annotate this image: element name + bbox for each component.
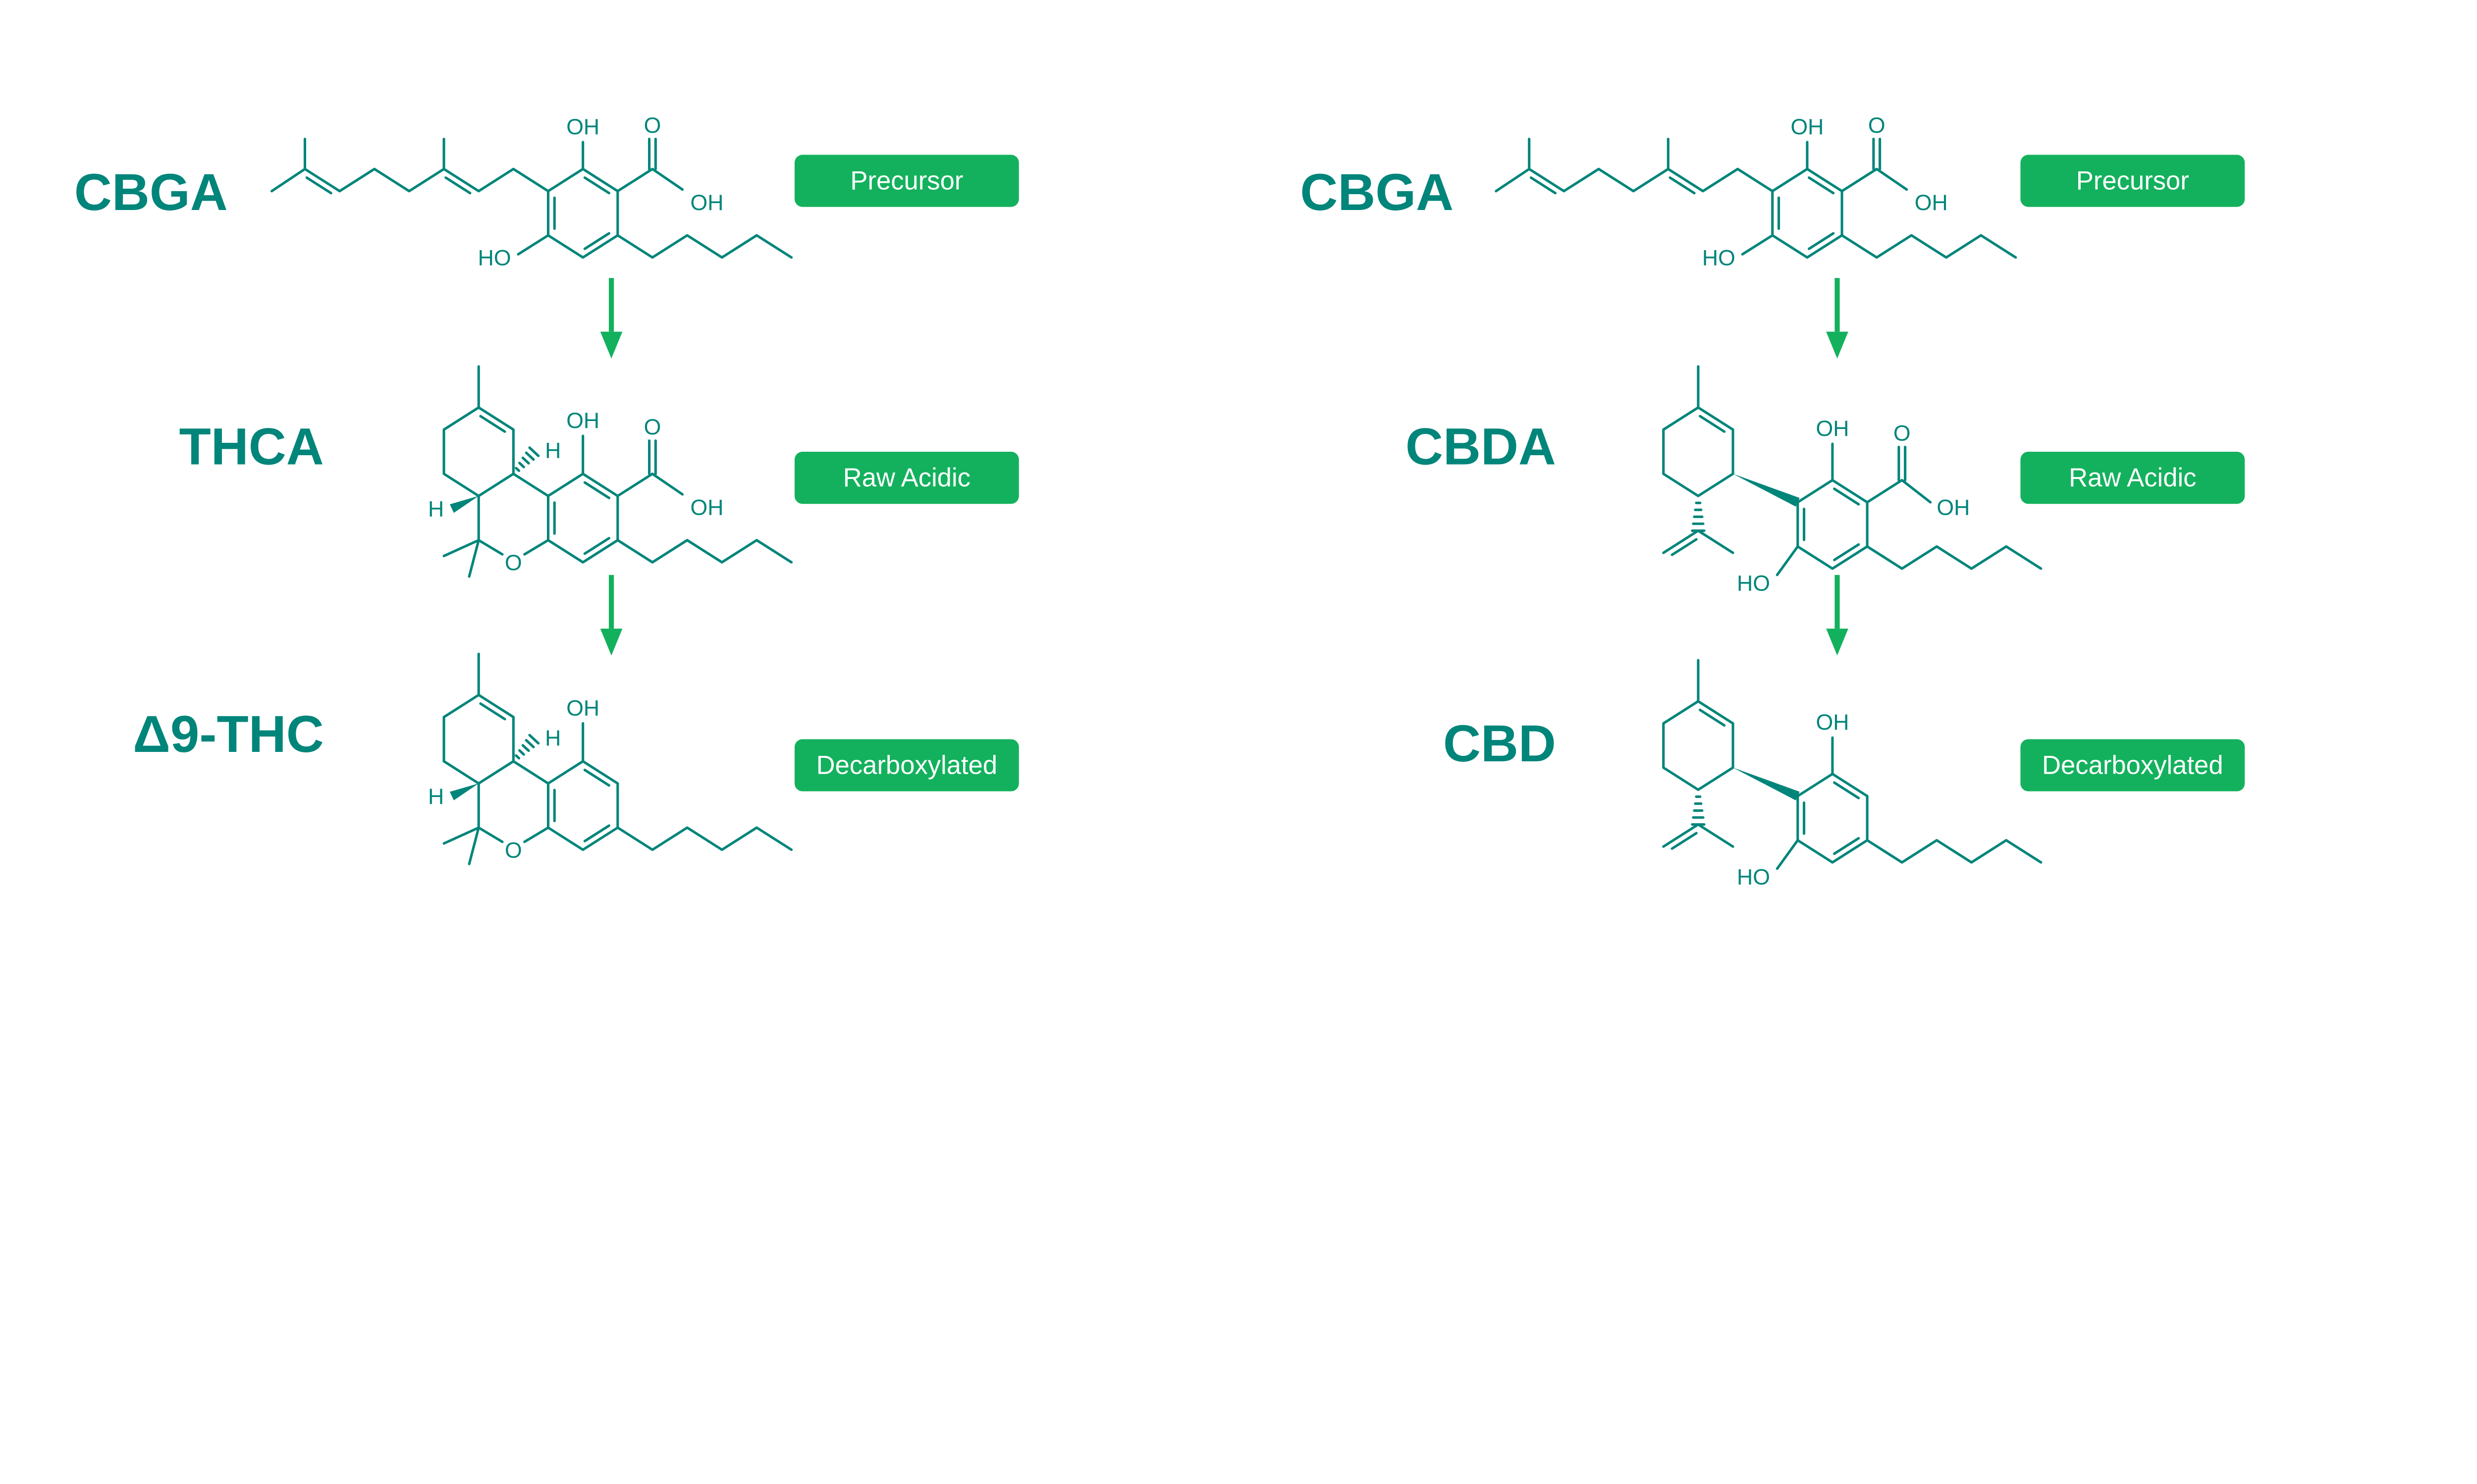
molecule-cbd: CBD OH HO bbox=[1443, 659, 2043, 890]
atom-label: HO bbox=[1737, 865, 1770, 890]
arrow-down-icon bbox=[1826, 575, 1848, 656]
atom-label: H bbox=[428, 497, 444, 522]
arrow-down-icon bbox=[600, 278, 623, 359]
atom-label: OH bbox=[566, 409, 599, 433]
structure-bonds bbox=[1662, 365, 2043, 577]
badge-label: Precursor bbox=[2076, 166, 2189, 196]
wedge-bond bbox=[449, 496, 479, 513]
atom-label: HO bbox=[478, 246, 511, 270]
structure-bonds bbox=[442, 365, 793, 578]
hashed-bond bbox=[1691, 795, 1706, 826]
molecule-cbga: CBGA OH O OH HO bbox=[1300, 113, 2017, 270]
atom-label: HO bbox=[1737, 572, 1770, 596]
arrow-down-icon bbox=[600, 575, 623, 656]
badge-background bbox=[2020, 739, 2245, 792]
wedge-bond bbox=[1733, 767, 1800, 800]
badge-label: Raw Acidic bbox=[843, 463, 970, 492]
molecule-name: Δ9-THC bbox=[133, 705, 323, 763]
structure-bonds bbox=[442, 652, 793, 865]
badge-background bbox=[2020, 155, 2245, 207]
stage-badge-precursor: Precursor bbox=[2020, 155, 2245, 207]
wedge-bond bbox=[449, 783, 479, 800]
stage-badge-decarboxylated: Decarboxylated bbox=[794, 739, 1019, 792]
atom-label: OH bbox=[566, 696, 599, 720]
atom-label: OH bbox=[566, 115, 599, 139]
atom-label: H bbox=[428, 785, 444, 809]
badge-background bbox=[794, 155, 1019, 207]
atom-label: O bbox=[505, 838, 522, 862]
atom-label: O bbox=[644, 113, 661, 138]
hashed-bond bbox=[515, 446, 540, 472]
molecule-cbda: CBDA OH O OH HO bbox=[1405, 365, 2043, 596]
atom-label: HO bbox=[1702, 246, 1735, 270]
arrow-down-icon bbox=[1826, 278, 1848, 359]
atom-label: OH bbox=[1816, 710, 1849, 735]
molecule-name: THCA bbox=[179, 418, 324, 476]
wedge-bond bbox=[1733, 474, 1800, 507]
atom-label: OH bbox=[1915, 191, 1948, 215]
atom-label: O bbox=[1868, 113, 1885, 138]
stage-badge-raw-acidic: Raw Acidic bbox=[794, 451, 1019, 504]
atom-label: O bbox=[644, 415, 661, 439]
badge-background bbox=[2020, 451, 2245, 504]
atom-label: OH bbox=[1790, 115, 1824, 139]
atom-label: O bbox=[1893, 422, 1911, 446]
structure-bonds bbox=[270, 138, 793, 259]
stage-badge-decarboxylated: Decarboxylated bbox=[2020, 739, 2245, 792]
atom-label: OH bbox=[1937, 496, 1970, 520]
molecule-name: CBD bbox=[1443, 715, 1556, 773]
badge-label: Decarboxylated bbox=[2042, 750, 2223, 780]
structure-bonds bbox=[1495, 138, 2017, 259]
molecule-name: CBGA bbox=[74, 163, 228, 221]
badge-background bbox=[794, 739, 1019, 792]
atom-label: OH bbox=[691, 191, 724, 215]
atom-label: H bbox=[545, 439, 561, 463]
atom-label: OH bbox=[691, 496, 724, 520]
stage-badge-raw-acidic: Raw Acidic bbox=[2020, 451, 2245, 504]
molecule-name: CBDA bbox=[1405, 418, 1556, 476]
molecule-name: CBGA bbox=[1300, 163, 1454, 221]
atom-label: OH bbox=[1816, 417, 1849, 441]
badge-label: Raw Acidic bbox=[2069, 463, 2196, 492]
badge-label: Decarboxylated bbox=[816, 750, 998, 780]
badge-label: Precursor bbox=[850, 166, 963, 196]
hashed-bond bbox=[515, 734, 540, 760]
badge-background bbox=[794, 451, 1019, 504]
structure-bonds bbox=[1662, 659, 2043, 870]
hashed-bond bbox=[1691, 501, 1706, 532]
stage-badge-precursor: Precursor bbox=[794, 155, 1019, 207]
molecule-cbga: CBGA OH O OH HO bbox=[74, 113, 793, 270]
atom-label: O bbox=[505, 551, 522, 575]
atom-label: H bbox=[545, 726, 561, 750]
